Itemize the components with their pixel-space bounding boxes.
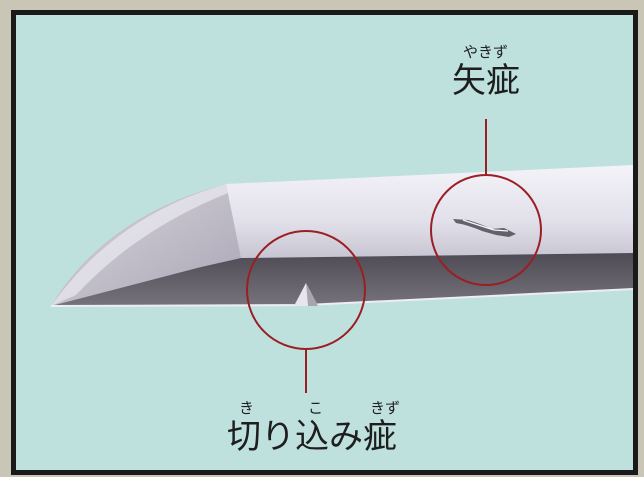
blade-tip bbox=[51, 184, 241, 306]
blade-tip-highlight bbox=[51, 184, 228, 306]
kirikomi-ruby-ko: こ bbox=[308, 399, 324, 417]
yakizu-ruby: やきず bbox=[463, 43, 509, 61]
blade-cutting-line bbox=[50, 288, 633, 307]
yakizu-defect-highlight bbox=[462, 219, 509, 232]
kirikomi-ruby-kizu: きず bbox=[370, 399, 401, 417]
yakizu-defect-mark bbox=[453, 219, 516, 237]
kirikomi-defect-notch-shade bbox=[306, 283, 318, 306]
yakizu-label: 矢疵 bbox=[452, 61, 520, 101]
blade-edge bbox=[51, 253, 633, 306]
blade-diagram bbox=[50, 119, 633, 393]
kirikomi-label: 切り込み疵 bbox=[227, 417, 397, 457]
kirikomi-ruby-ki: き bbox=[239, 399, 255, 417]
blade-shinogi-face bbox=[226, 165, 633, 258]
illustration-panel: やきず 矢疵 き こ きず 切り込み疵 bbox=[11, 10, 638, 475]
